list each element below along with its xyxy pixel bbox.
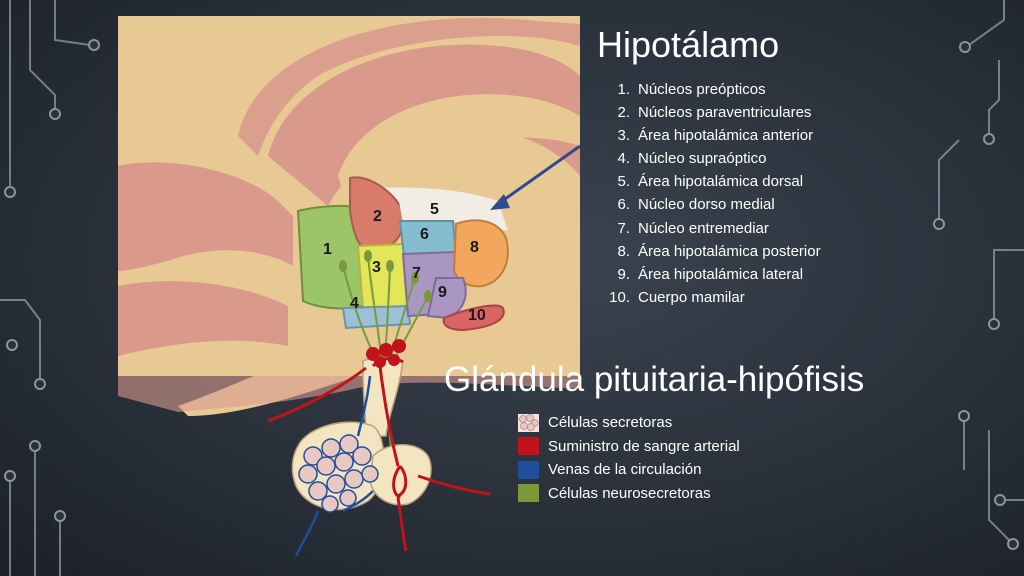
region-label-1: 1 (323, 241, 332, 258)
venous-swatch-icon (518, 460, 539, 479)
legend-label: Venas de la circulación (548, 461, 702, 479)
region-label-10: 10 (468, 307, 486, 324)
nucleus-number: 7. (617, 219, 630, 237)
nucleus-item: 10. Cuerpo mamilar (600, 286, 821, 309)
nucleus-label: Área hipotalámica anterior (638, 127, 814, 145)
nucleus-label: Núcleo entremediar (638, 219, 769, 237)
nucleus-number: 3. (617, 127, 630, 145)
nucleus-item: 4. Núcleo supraóptico (600, 147, 821, 170)
region-label-5: 5 (430, 201, 439, 218)
lower-fold-2 (118, 281, 288, 356)
nucleus-item: 1. Núcleos preópticos (600, 78, 821, 101)
nucleus-label: Núcleo dorso medial (638, 196, 775, 214)
region-5-shape (398, 194, 466, 224)
nucleus-item: 6. Núcleo dorso medial (600, 193, 821, 216)
nuclei-list: 1. Núcleos preópticos 2. Núcleos paraventr… (600, 78, 821, 309)
pointer-arrow (497, 144, 580, 206)
nucleus-number: 2. (617, 104, 630, 122)
pituitary-title: Glándula pituitaria-hipófisis (444, 360, 865, 399)
circuit-decoration-right (933, 0, 1024, 550)
nucleus-number: 9. (617, 265, 630, 283)
nucleus-item: 3. Área hipotalámica anterior (600, 124, 821, 147)
nucleus-label: Cuerpo mamilar (638, 288, 745, 306)
neurosecretory-swatch-icon (518, 484, 539, 503)
region-label-9: 9 (438, 284, 447, 301)
cortex-fold-outer (238, 17, 580, 156)
nucleus-label: Área hipotalámica lateral (638, 265, 804, 283)
legend-item: Suministro de sangre arterial (518, 435, 740, 459)
hypothalamus-title: Hipotálamo (597, 24, 780, 65)
legend-label: Células neurosecretoras (548, 484, 711, 502)
region-10-shape (442, 304, 505, 332)
nucleus-number: 10. (609, 288, 630, 306)
nucleus-item: 8. Área hipotalámica posterior (600, 240, 821, 263)
nucleus-item: 9. Área hipotalámica lateral (600, 263, 821, 286)
hypothalamus-pituitary-illustration: 1 2 3 4 5 6 7 8 9 10 (118, 16, 580, 556)
region-label-2: 2 (373, 208, 382, 225)
secretory-cells (298, 434, 379, 513)
legend-label: Suministro de sangre arterial (548, 437, 740, 455)
circuit-decoration-left (0, 0, 100, 576)
nucleus-label: Núcleos preópticos (638, 81, 766, 98)
posterior-pituitary (369, 444, 432, 506)
nucleus-number: 1. (617, 81, 630, 98)
brainstem-shadow (118, 376, 580, 412)
nucleus-number: 6. (617, 196, 630, 214)
legend: Células secretoras Suministro de sangre … (518, 411, 740, 505)
nucleus-number: 4. (617, 150, 630, 168)
nucleus-item: 5. Área hipotalámica dorsal (600, 170, 821, 193)
cortex-fold-inner (338, 94, 580, 206)
neurosecretory-cell-bodies (339, 250, 432, 302)
legend-item: Venas de la circulación (518, 458, 740, 482)
secretory-cells-icon (518, 413, 539, 432)
region-2-shape (349, 176, 405, 254)
arterial-plexus (366, 339, 406, 368)
nucleus-number: 5. (617, 173, 630, 191)
region-label-8: 8 (470, 239, 479, 256)
nucleus-number: 8. (617, 242, 630, 260)
legend-item: Células secretoras (518, 411, 740, 435)
nucleus-item: 2. Núcleos paraventriculares (600, 101, 821, 124)
nucleus-label: Núcleos paraventriculares (638, 104, 812, 122)
region-label-7: 7 (412, 265, 421, 282)
lower-fold (118, 162, 293, 271)
region-label-4: 4 (350, 295, 359, 312)
region-label-3: 3 (372, 259, 381, 276)
nucleus-label: Área hipotalámica posterior (638, 242, 821, 260)
nucleus-label: Área hipotalámica dorsal (638, 173, 804, 191)
pointer-arrowhead (490, 194, 510, 210)
nucleus-label: Núcleo supraóptico (638, 150, 767, 168)
venous-vessels (294, 375, 374, 556)
region-label-6: 6 (420, 226, 429, 243)
arterial-swatch-icon (518, 437, 539, 456)
region-8-shape (452, 219, 509, 288)
legend-label: Células secretoras (548, 414, 673, 432)
legend-item: Células neurosecretoras (518, 482, 740, 506)
nucleus-item: 7. Núcleo entremediar (600, 217, 821, 240)
